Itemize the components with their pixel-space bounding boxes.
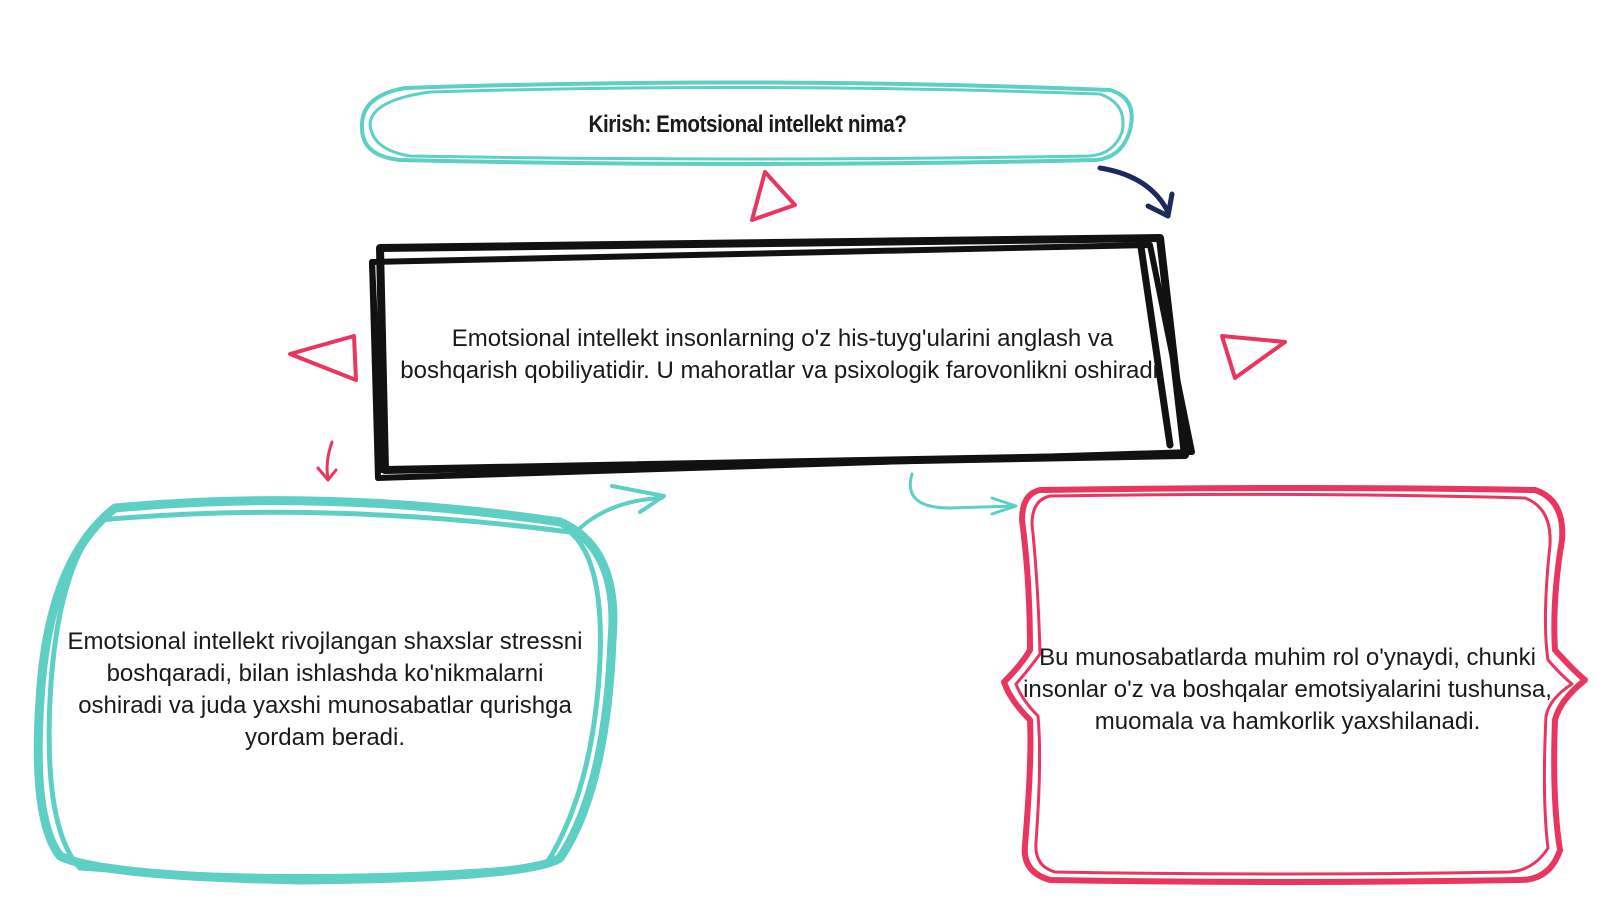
title-box-outline-2 <box>368 85 1125 161</box>
left-box <box>33 496 618 885</box>
title-label: Kirish: Emotsional intellekt nima? <box>588 111 907 138</box>
arrow-center-to-right <box>908 472 1018 516</box>
center-box-outline-4 <box>369 259 385 473</box>
triangle-top-icon <box>750 170 797 222</box>
left-box-outline-2 <box>46 509 603 880</box>
center-box-outline-3 <box>1136 236 1174 449</box>
title-box-outline-1 <box>359 80 1134 166</box>
arrow-title-to-center <box>1097 165 1175 219</box>
center-box <box>369 234 1195 481</box>
right-box-outline-2 <box>1014 492 1574 876</box>
right-box-outline-1 <box>1001 485 1588 885</box>
right-box <box>1001 485 1588 885</box>
right-box-text: Bu munosabatlarda muhim rol o'ynaydi, ch… <box>1023 644 1552 735</box>
left-box-text: Emotsional intellekt rivojlangan shaxsla… <box>67 628 583 751</box>
title-box <box>359 80 1134 166</box>
triangle-right-icon <box>1220 334 1287 380</box>
triangle-left-icon <box>288 334 358 382</box>
arrow-center-to-left <box>316 440 338 482</box>
arrow-left-to-center <box>578 484 666 530</box>
center-box-text: Emotsional intellekt insonlarning o'z hi… <box>400 325 1165 384</box>
